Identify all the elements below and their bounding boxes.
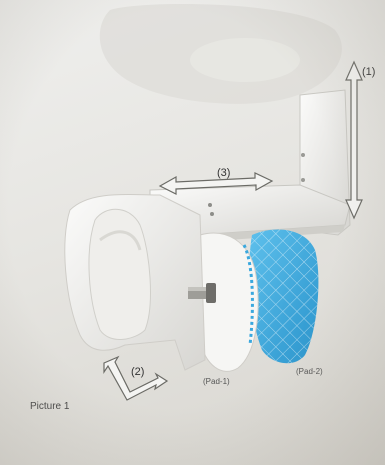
wall-plate-screw: [301, 178, 305, 182]
arrow-2: [104, 357, 167, 400]
arrow-2-label: (2): [131, 366, 144, 378]
arrow-3-label: (3): [217, 167, 230, 179]
pad-1: [196, 233, 258, 371]
clamp-ring: [89, 209, 150, 339]
screw-nut: [206, 283, 216, 303]
background-object-rim: [190, 38, 300, 82]
arrow-1-label: (1): [362, 66, 375, 78]
wall-plate-screw: [301, 153, 305, 157]
pad-2-label: (Pad-2): [296, 367, 323, 376]
pad-1-label: (Pad-1): [203, 377, 230, 386]
picture-caption: Picture 1: [30, 401, 69, 412]
